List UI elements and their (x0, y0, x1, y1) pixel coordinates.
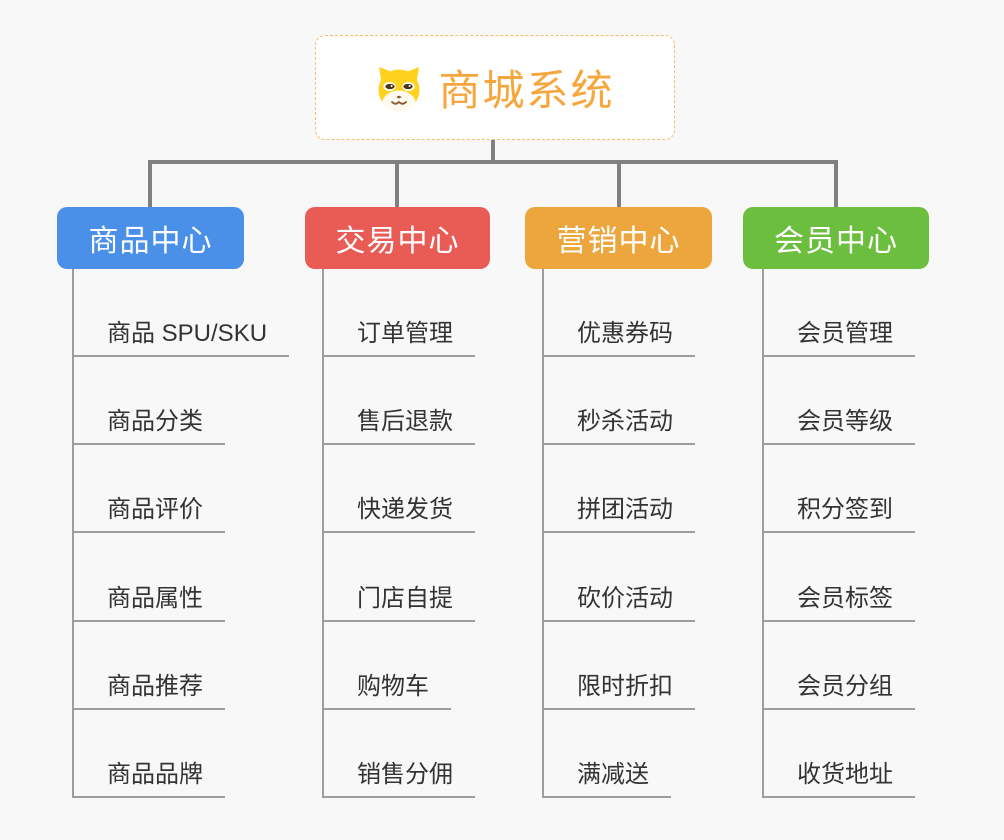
dog-face-icon (375, 64, 423, 112)
leaf-node[interactable]: 会员管理 (764, 313, 915, 358)
branch-marketing-children: 优惠券码 秒杀活动 拼团活动 砍价活动 限时折扣 满减送 (542, 269, 695, 798)
branch-member-children: 会员管理 会员等级 积分签到 会员标签 会员分组 收货地址 (762, 269, 915, 798)
connector-root-vertical (491, 140, 495, 164)
leaf-node[interactable]: 门店自提 (324, 578, 475, 622)
branch-trade-center[interactable]: 交易中心 (305, 207, 490, 269)
leaf-node[interactable]: 购物车 (324, 666, 451, 710)
connector-drop-member (834, 160, 838, 208)
leaf-node[interactable]: 商品分类 (74, 401, 225, 446)
leaf-node[interactable]: 订单管理 (324, 313, 475, 358)
connector-drop-trade (395, 160, 399, 208)
leaf-node[interactable]: 销售分佣 (324, 754, 475, 798)
leaf-node[interactable]: 商品品牌 (74, 754, 225, 798)
branch-trade-children: 订单管理 售后退款 快递发货 门店自提 购物车 销售分佣 (322, 269, 475, 798)
leaf-node[interactable]: 商品 SPU/SKU (74, 313, 290, 358)
leaf-node[interactable]: 会员等级 (764, 401, 915, 446)
leaf-node[interactable]: 快递发货 (324, 489, 475, 534)
leaf-node[interactable]: 秒杀活动 (544, 401, 695, 446)
leaf-node[interactable]: 会员分组 (764, 666, 915, 710)
branch-member-center[interactable]: 会员中心 (743, 207, 929, 269)
branch-product-center[interactable]: 商品中心 (57, 207, 244, 269)
connector-drop-marketing (617, 160, 621, 208)
leaf-node[interactable]: 商品推荐 (74, 666, 225, 710)
leaf-node[interactable]: 商品评价 (74, 489, 225, 534)
leaf-node[interactable]: 限时折扣 (544, 666, 695, 710)
leaf-node[interactable]: 售后退款 (324, 401, 475, 446)
connector-horizontal-bus (149, 160, 838, 164)
leaf-node[interactable]: 商品属性 (74, 578, 225, 622)
branch-product-children: 商品 SPU/SKU 商品分类 商品评价 商品属性 商品推荐 商品品牌 (72, 269, 290, 798)
leaf-node[interactable]: 砍价活动 (544, 578, 695, 622)
leaf-node[interactable]: 拼团活动 (544, 489, 695, 534)
leaf-node[interactable]: 满减送 (544, 754, 671, 798)
leaf-node[interactable]: 收货地址 (764, 754, 915, 798)
leaf-node[interactable]: 积分签到 (764, 489, 915, 534)
leaf-node[interactable]: 优惠券码 (544, 313, 695, 358)
root-title: 商城系统 (438, 67, 615, 114)
branch-marketing-center[interactable]: 营销中心 (525, 207, 712, 269)
connector-drop-product (148, 160, 152, 208)
root-node[interactable]: 商城系统 (315, 35, 675, 140)
leaf-node[interactable]: 会员标签 (764, 578, 915, 622)
